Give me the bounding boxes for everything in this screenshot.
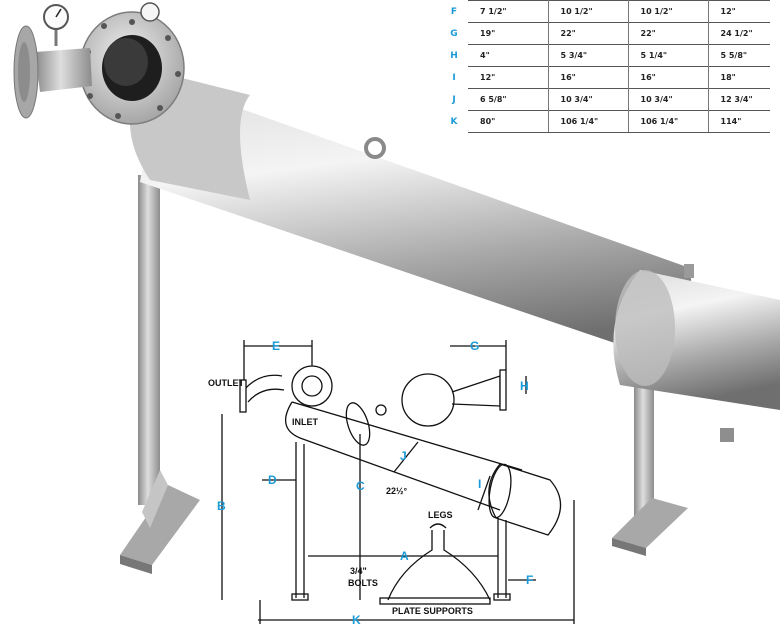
right-leg bbox=[612, 380, 688, 556]
table-row: G 19" 22" 22" 24 1/2" bbox=[440, 22, 770, 45]
table-cell: 106 1/4" bbox=[628, 110, 709, 133]
table-row: F 7 1/2" 10 1/2" 10 1/2" 12" bbox=[440, 0, 770, 23]
table-cell: 12 3/4" bbox=[708, 88, 770, 111]
left-leg bbox=[120, 175, 200, 574]
dim-letter-a: A bbox=[400, 549, 409, 563]
table-cell: 7 1/2" bbox=[468, 0, 549, 23]
dim-letter-d: D bbox=[268, 473, 277, 487]
table-cell: 10 3/4" bbox=[628, 88, 709, 111]
table-row: J 6 5/8" 10 3/4" 10 3/4" 12 3/4" bbox=[440, 88, 770, 111]
dimensions-table: F 7 1/2" 10 1/2" 10 1/2" 12" G 19" 22" 2… bbox=[440, 0, 770, 133]
bolts-label-size: 3/4" bbox=[350, 566, 367, 576]
table-row: I 12" 16" 16" 18" bbox=[440, 66, 770, 89]
table-cell: 80" bbox=[468, 110, 549, 133]
dim-letter-k: K bbox=[352, 613, 361, 626]
dimension-diagram: OUTLET INLET LEGS 3/4" BOLTS PLATE SUPPO… bbox=[208, 339, 575, 626]
row-letter: F bbox=[450, 6, 458, 17]
table-cell: 6 5/8" bbox=[468, 88, 549, 111]
dim-letter-b: B bbox=[217, 499, 226, 513]
dim-letter-g: G bbox=[470, 339, 479, 353]
table-cell: 18" bbox=[708, 66, 770, 89]
pressure-gauge-icon bbox=[140, 2, 160, 22]
dim-letter-i: I bbox=[478, 477, 481, 491]
dim-letter-h: H bbox=[520, 379, 529, 393]
table-cell: 22" bbox=[548, 22, 629, 45]
table-cell: 114" bbox=[708, 110, 770, 133]
table-cell: 106 1/4" bbox=[548, 110, 629, 133]
table-cell: 24 1/2" bbox=[708, 22, 770, 45]
table-cell: 16" bbox=[548, 66, 629, 89]
table-cell: 4" bbox=[468, 44, 549, 67]
table-cell: 5 1/4" bbox=[628, 44, 709, 67]
outlet-label: OUTLET bbox=[208, 378, 244, 388]
inlet-label: INLET bbox=[292, 417, 319, 427]
plate-supports-label: PLATE SUPPORTS bbox=[392, 606, 473, 616]
table-row: K 80" 106 1/4" 106 1/4" 114" bbox=[440, 110, 770, 133]
row-letter: H bbox=[450, 50, 458, 61]
table-cell: 5 5/8" bbox=[708, 44, 770, 67]
table-cell: 12" bbox=[468, 66, 549, 89]
legs-label: LEGS bbox=[428, 510, 453, 520]
outlet-pipe bbox=[13, 25, 92, 119]
dim-letter-e: E bbox=[272, 339, 280, 353]
table-cell: 5 3/4" bbox=[548, 44, 629, 67]
pressure-gauge-icon bbox=[43, 4, 69, 46]
table-cell: 10 1/2" bbox=[628, 0, 709, 23]
table-cell: 12" bbox=[708, 0, 770, 23]
bolts-label: BOLTS bbox=[348, 578, 378, 588]
dim-letter-f: F bbox=[526, 573, 533, 587]
row-letter: J bbox=[452, 94, 456, 105]
table-cell: 10 3/4" bbox=[548, 88, 629, 111]
table-cell: 10 1/2" bbox=[548, 0, 629, 23]
table-row: H 4" 5 3/4" 5 1/4" 5 5/8" bbox=[440, 44, 770, 67]
angle-label: 22½° bbox=[386, 486, 408, 496]
dim-letter-c: C bbox=[356, 479, 365, 493]
row-letter: K bbox=[450, 116, 458, 127]
table-cell: 16" bbox=[628, 66, 709, 89]
dim-letter-j: J bbox=[400, 449, 407, 463]
table-cell: 22" bbox=[628, 22, 709, 45]
inlet-flange bbox=[79, 11, 185, 125]
table-cell: 19" bbox=[468, 22, 549, 45]
row-letter: I bbox=[452, 72, 456, 83]
row-letter: G bbox=[450, 28, 458, 39]
